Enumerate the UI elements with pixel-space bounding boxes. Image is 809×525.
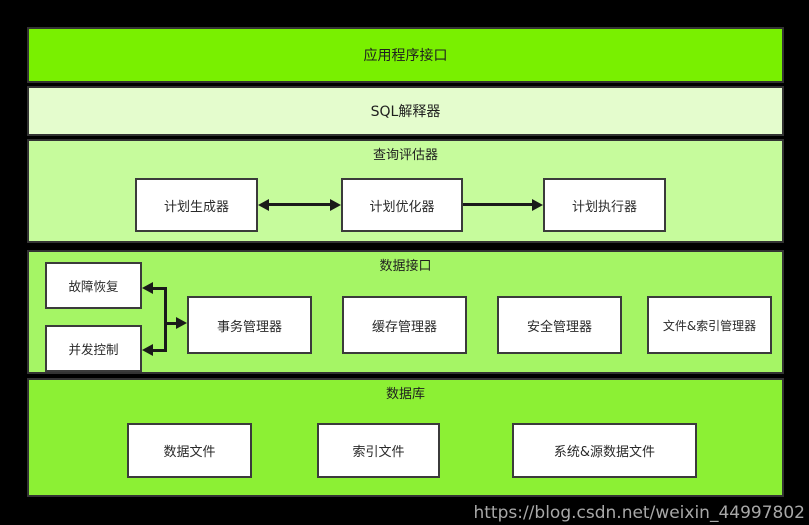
layer-sql-interpreter: SQL解释器 [27,86,784,136]
node-plan-executor: 计划执行器 [543,178,666,232]
connector-middle-line [165,322,179,325]
node-system-source-files: 系统&源数据文件 [512,423,697,478]
layer-application-interface: 应用程序接口 [27,27,784,83]
node-security-manager: 安全管理器 [497,296,622,354]
node-transaction-manager-label: 事务管理器 [216,319,282,335]
node-fault-recovery: 故障恢复 [45,262,142,309]
layer-application-interface-label: 应用程序接口 [363,48,448,64]
layer-sql-interpreter-label: SQL解释器 [370,104,441,120]
connector-bottom-line [152,349,167,352]
node-cache-manager-label: 缓存管理器 [371,319,437,335]
node-concurrency-control: 并发控制 [45,325,142,372]
connector-top-line [152,287,167,290]
node-data-files-label: 数据文件 [163,445,216,460]
layer-data-interface-label: 数据接口 [379,259,432,274]
layer-data-interface: 数据接口 故障恢复 并发控制 事务管理器 缓存管理器 安全管理器 文件&索引管理… [27,250,784,374]
node-plan-optimizer-label: 计划优化器 [369,199,435,215]
node-index-files: 索引文件 [317,423,440,478]
node-plan-generator: 计划生成器 [135,178,258,232]
node-fault-recovery-label: 故障恢复 [68,279,119,294]
node-index-files-label: 索引文件 [352,445,405,460]
arrowhead-right-icon [330,199,341,211]
node-cache-manager: 缓存管理器 [342,296,467,354]
layer-database-label: 数据库 [385,387,425,402]
node-plan-executor-label: 计划执行器 [571,199,637,215]
arrowhead-right-icon [532,199,543,211]
arrow-generator-optimizer-line [267,203,332,206]
arrow-optimizer-executor-line [463,203,533,206]
arrowhead-left-icon [142,282,153,294]
layer-query-evaluator-label: 查询评估器 [372,148,438,163]
node-data-files: 数据文件 [127,423,252,478]
layer-database: 数据库 数据文件 索引文件 系统&源数据文件 [27,378,784,497]
arrowhead-right-icon [176,317,187,329]
node-concurrency-control-label: 并发控制 [68,342,119,357]
node-file-index-manager-label: 文件&索引管理器 [662,318,757,333]
layer-query-evaluator: 查询评估器 计划生成器 计划优化器 计划执行器 [27,139,784,243]
arrowhead-left-icon [258,199,269,211]
node-transaction-manager: 事务管理器 [187,296,312,354]
node-plan-optimizer: 计划优化器 [341,178,463,232]
node-security-manager-label: 安全管理器 [526,319,592,335]
node-file-index-manager: 文件&索引管理器 [647,296,772,354]
connector-vertical-line [164,287,167,352]
arrowhead-left-icon [142,344,153,356]
node-plan-generator-label: 计划生成器 [163,199,229,215]
node-system-source-files-label: 系统&源数据文件 [553,445,656,460]
diagram-canvas: 应用程序接口 SQL解释器 查询评估器 计划生成器 计划优化器 计划执行器 [27,27,784,497]
watermark-url: https://blog.csdn.net/weixin_44997802 [473,503,805,523]
